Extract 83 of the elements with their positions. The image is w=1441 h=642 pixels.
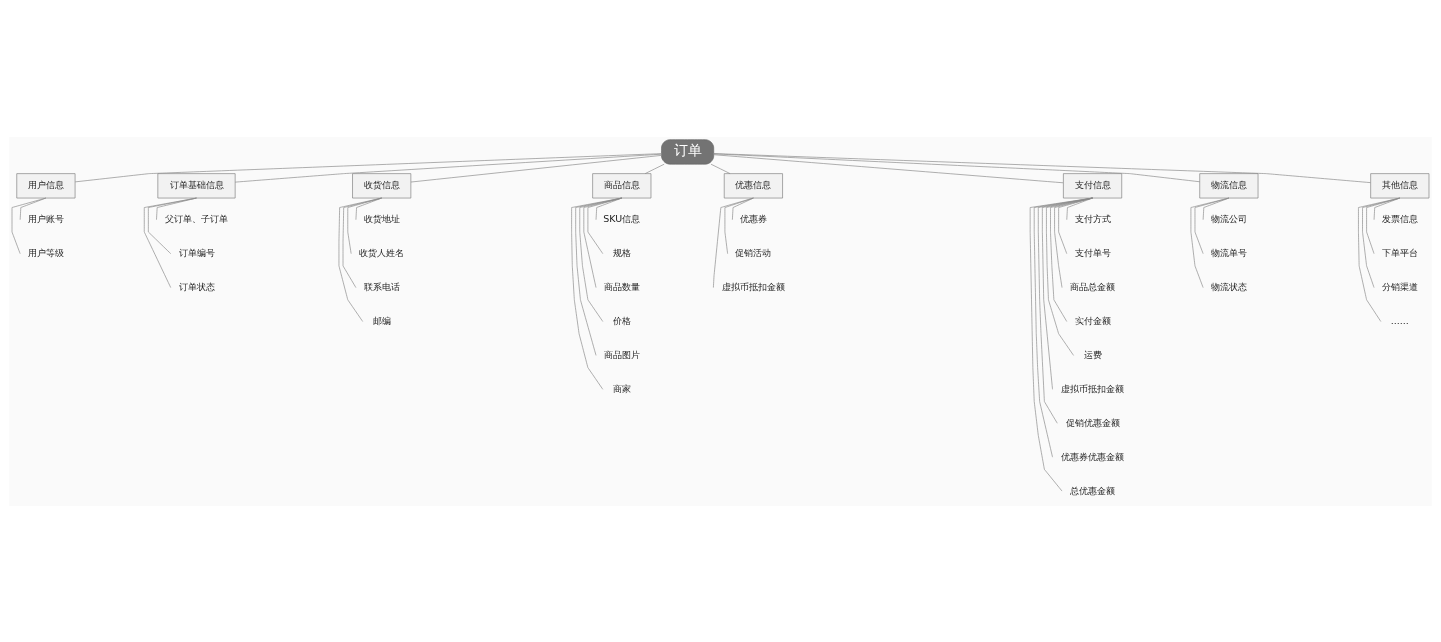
node-text: 虚拟币抵扣金额 — [1061, 382, 1125, 394]
connector — [19, 197, 47, 220]
node-box: 订单基础信息 — [157, 172, 236, 198]
connector — [710, 163, 731, 174]
connector — [732, 197, 754, 220]
connector — [575, 197, 623, 356]
node-box: 订单 — [661, 138, 715, 164]
connector — [1066, 197, 1093, 220]
connector — [587, 197, 623, 254]
connector — [1046, 197, 1093, 356]
node-text: SKU信息 — [603, 212, 641, 224]
node-text: 邮编 — [372, 314, 391, 326]
connector — [1358, 197, 1401, 322]
node-text: 联系电话 — [363, 280, 400, 292]
connector — [1042, 197, 1093, 390]
connector — [234, 153, 662, 182]
connector — [1029, 197, 1093, 491]
node-text: 用户等级 — [27, 246, 64, 258]
connector — [1366, 197, 1401, 254]
node-text: 收货人姓名 — [359, 246, 405, 258]
connector — [410, 154, 662, 182]
node-text: 商品总金额 — [1070, 280, 1116, 292]
connector — [713, 152, 1371, 183]
node-text: 订单状态 — [178, 280, 215, 292]
node-text: 价格 — [612, 314, 631, 326]
node-text: 支付单号 — [1074, 246, 1111, 258]
connector — [713, 153, 1201, 182]
node-box: 其他信息 — [1370, 172, 1430, 198]
node-text: 下单平台 — [1381, 246, 1418, 258]
connector — [347, 197, 382, 254]
node-text: 物流公司 — [1210, 212, 1247, 224]
node-text: 促销活动 — [735, 246, 772, 258]
connector — [143, 197, 197, 288]
connector — [1194, 197, 1230, 254]
node-box: 收货信息 — [352, 172, 412, 198]
connector — [579, 197, 623, 322]
node-text: 商家 — [612, 382, 631, 394]
node-box: 物流信息 — [1199, 172, 1259, 198]
connector — [571, 197, 623, 390]
connector — [342, 197, 382, 288]
connector — [1202, 197, 1230, 220]
node-text: 物流状态 — [1210, 280, 1247, 292]
node-text: 物流单号 — [1210, 246, 1247, 258]
node-text: 订单编号 — [178, 246, 215, 258]
node-text: 发票信息 — [1381, 212, 1418, 224]
connector — [595, 197, 623, 220]
connector — [1037, 197, 1093, 424]
node-text: 支付方式 — [1074, 212, 1111, 224]
connector — [1054, 197, 1093, 288]
connector — [724, 197, 754, 254]
connector — [1362, 197, 1401, 288]
node-text: ...... — [1390, 314, 1409, 326]
node-text: 优惠券 — [739, 212, 767, 224]
connector — [1373, 197, 1401, 220]
connector — [713, 197, 754, 288]
node-text: 运费 — [1083, 348, 1102, 360]
node-text: 用户账号 — [27, 212, 64, 224]
connector — [583, 197, 623, 288]
connector — [1050, 197, 1093, 322]
node-box: 用户信息 — [16, 172, 76, 198]
connector — [1190, 197, 1230, 288]
connector — [11, 197, 47, 254]
node-text: 实付金额 — [1074, 314, 1111, 326]
connector — [713, 153, 1064, 183]
node-text: 规格 — [612, 246, 631, 258]
node-text: 商品数量 — [603, 280, 640, 292]
node-text: 收货地址 — [363, 212, 400, 224]
node-box: 优惠信息 — [723, 172, 783, 198]
node-text: 商品图片 — [603, 348, 640, 360]
node-text: 分销渠道 — [1381, 280, 1418, 292]
node-text: 父订单、子订单 — [165, 212, 229, 224]
node-text: 总优惠金额 — [1070, 484, 1116, 496]
connector — [644, 163, 665, 174]
connector — [355, 197, 382, 220]
node-box: 支付信息 — [1063, 172, 1123, 198]
node-text: 虚拟币抵扣金额 — [721, 280, 785, 292]
connector — [1058, 197, 1093, 254]
node-box: 商品信息 — [592, 172, 652, 198]
node-text: 促销优惠金额 — [1065, 416, 1120, 428]
connector — [74, 152, 662, 182]
connector — [338, 197, 382, 322]
connector — [1033, 197, 1093, 457]
node-text: 优惠券优惠金额 — [1061, 450, 1125, 462]
